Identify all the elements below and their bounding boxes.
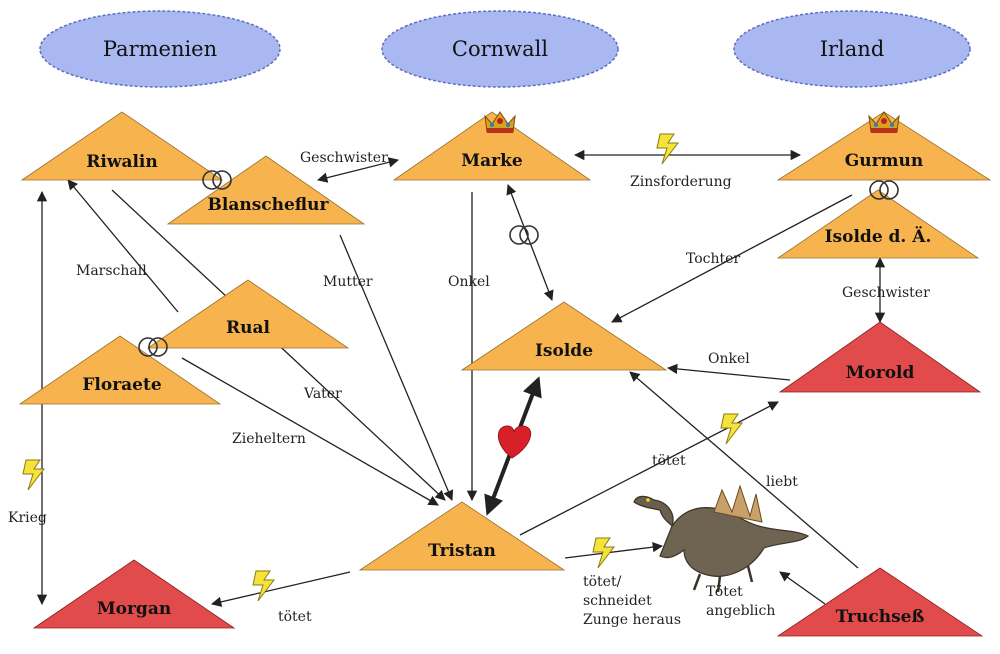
node-gurmun[interactable]: Gurmun	[776, 111, 992, 181]
node-isolde-ae[interactable]: Isolde d. Ä.	[776, 189, 980, 259]
dragon-icon	[633, 484, 810, 593]
arrow-marke-isolde	[506, 184, 554, 301]
arrow-geschwister-top	[316, 157, 400, 183]
label-rual: Rual	[226, 318, 271, 338]
node-morold[interactable]: Morold	[778, 321, 982, 393]
region-label-irland: Irland	[820, 37, 885, 61]
arrow-liebt	[629, 371, 859, 569]
label-blanscheflur: Blanscheflur	[208, 195, 330, 215]
node-truchsess[interactable]: Truchseß	[776, 567, 984, 637]
label-marschall: Marschall	[76, 263, 147, 279]
region-parmenien: Parmenien	[39, 10, 281, 88]
label-toetet-dragon: tötet/	[583, 574, 622, 590]
node-floraete[interactable]: Floraete	[18, 335, 222, 405]
label-toetet-angeblich-2: angeblich	[706, 603, 775, 619]
arrow-toetet-dragon	[564, 541, 664, 559]
region-cornwall: Cornwall	[381, 10, 619, 88]
lightning-icon-toetet-morold	[720, 413, 743, 445]
arrow-marschall	[67, 179, 179, 313]
label-gurmun: Gurmun	[845, 151, 924, 171]
label-marke: Marke	[461, 151, 523, 171]
label-vater: Vater	[303, 386, 342, 402]
node-riwalin[interactable]: Riwalin	[20, 111, 224, 181]
label-truchsess: Truchseß	[836, 607, 925, 627]
rings-icon-marke-isolde	[509, 225, 539, 245]
lightning-icon-toetet-dragon	[592, 537, 615, 569]
label-floraete: Floraete	[82, 375, 162, 395]
label-toetet-angeblich-1: Tötet	[706, 584, 743, 600]
label-riwalin: Riwalin	[86, 152, 158, 172]
label-schneidet: schneidet	[583, 593, 652, 609]
label-mutter: Mutter	[323, 274, 373, 290]
arrow-toetet-morgan	[210, 571, 351, 607]
node-blanscheflur[interactable]: Blanscheflur	[166, 155, 366, 225]
label-geschwister-right: Geschwister	[842, 285, 930, 301]
label-zinsforderung: Zinsforderung	[630, 174, 732, 190]
region-label-parmenien: Parmenien	[103, 37, 217, 61]
arrow-mutter	[339, 234, 454, 501]
label-morold: Morold	[846, 363, 915, 383]
lightning-icon-zinsforderung	[656, 133, 679, 165]
lightning-icon-toetet-morgan	[252, 570, 275, 602]
label-onkel-marke: Onkel	[448, 274, 490, 290]
label-isolde-ae: Isolde d. Ä.	[825, 226, 932, 247]
arrow-tochter	[611, 194, 853, 323]
label-morgan: Morgan	[97, 599, 171, 619]
node-morgan[interactable]: Morgan	[32, 559, 236, 629]
label-toetet-morgan: tötet	[278, 609, 312, 625]
region-irland: Irland	[733, 10, 971, 88]
label-liebt: liebt	[766, 474, 798, 490]
node-tristan[interactable]: Tristan	[358, 501, 566, 571]
arrow-onkel-morold	[666, 363, 791, 381]
arrow-toetet-angeblich	[779, 571, 826, 605]
label-tristan: Tristan	[428, 541, 496, 561]
label-isolde: Isolde	[535, 341, 593, 361]
label-zunge: Zunge heraus	[583, 612, 681, 628]
label-geschwister-top: Geschwister	[300, 150, 388, 166]
crown-icon-gurmun	[868, 111, 900, 134]
node-rual[interactable]: Rual	[146, 279, 350, 349]
node-isolde[interactable]: Isolde	[460, 301, 668, 371]
label-onkel-morold: Onkel	[708, 351, 750, 367]
relation-labels: Geschwister Zinsforderung Marschall Mutt…	[8, 150, 930, 628]
label-zieheltern: Zieheltern	[232, 431, 306, 447]
region-label-cornwall: Cornwall	[452, 37, 548, 61]
label-toetet-morold: tötet	[652, 453, 686, 469]
heart-icon	[498, 425, 532, 459]
label-krieg: Krieg	[8, 510, 47, 526]
label-tochter: Tochter	[686, 251, 740, 267]
node-marke[interactable]: Marke	[392, 111, 592, 181]
arrow-zieheltern	[181, 357, 439, 506]
lightning-icon-krieg	[22, 459, 45, 491]
